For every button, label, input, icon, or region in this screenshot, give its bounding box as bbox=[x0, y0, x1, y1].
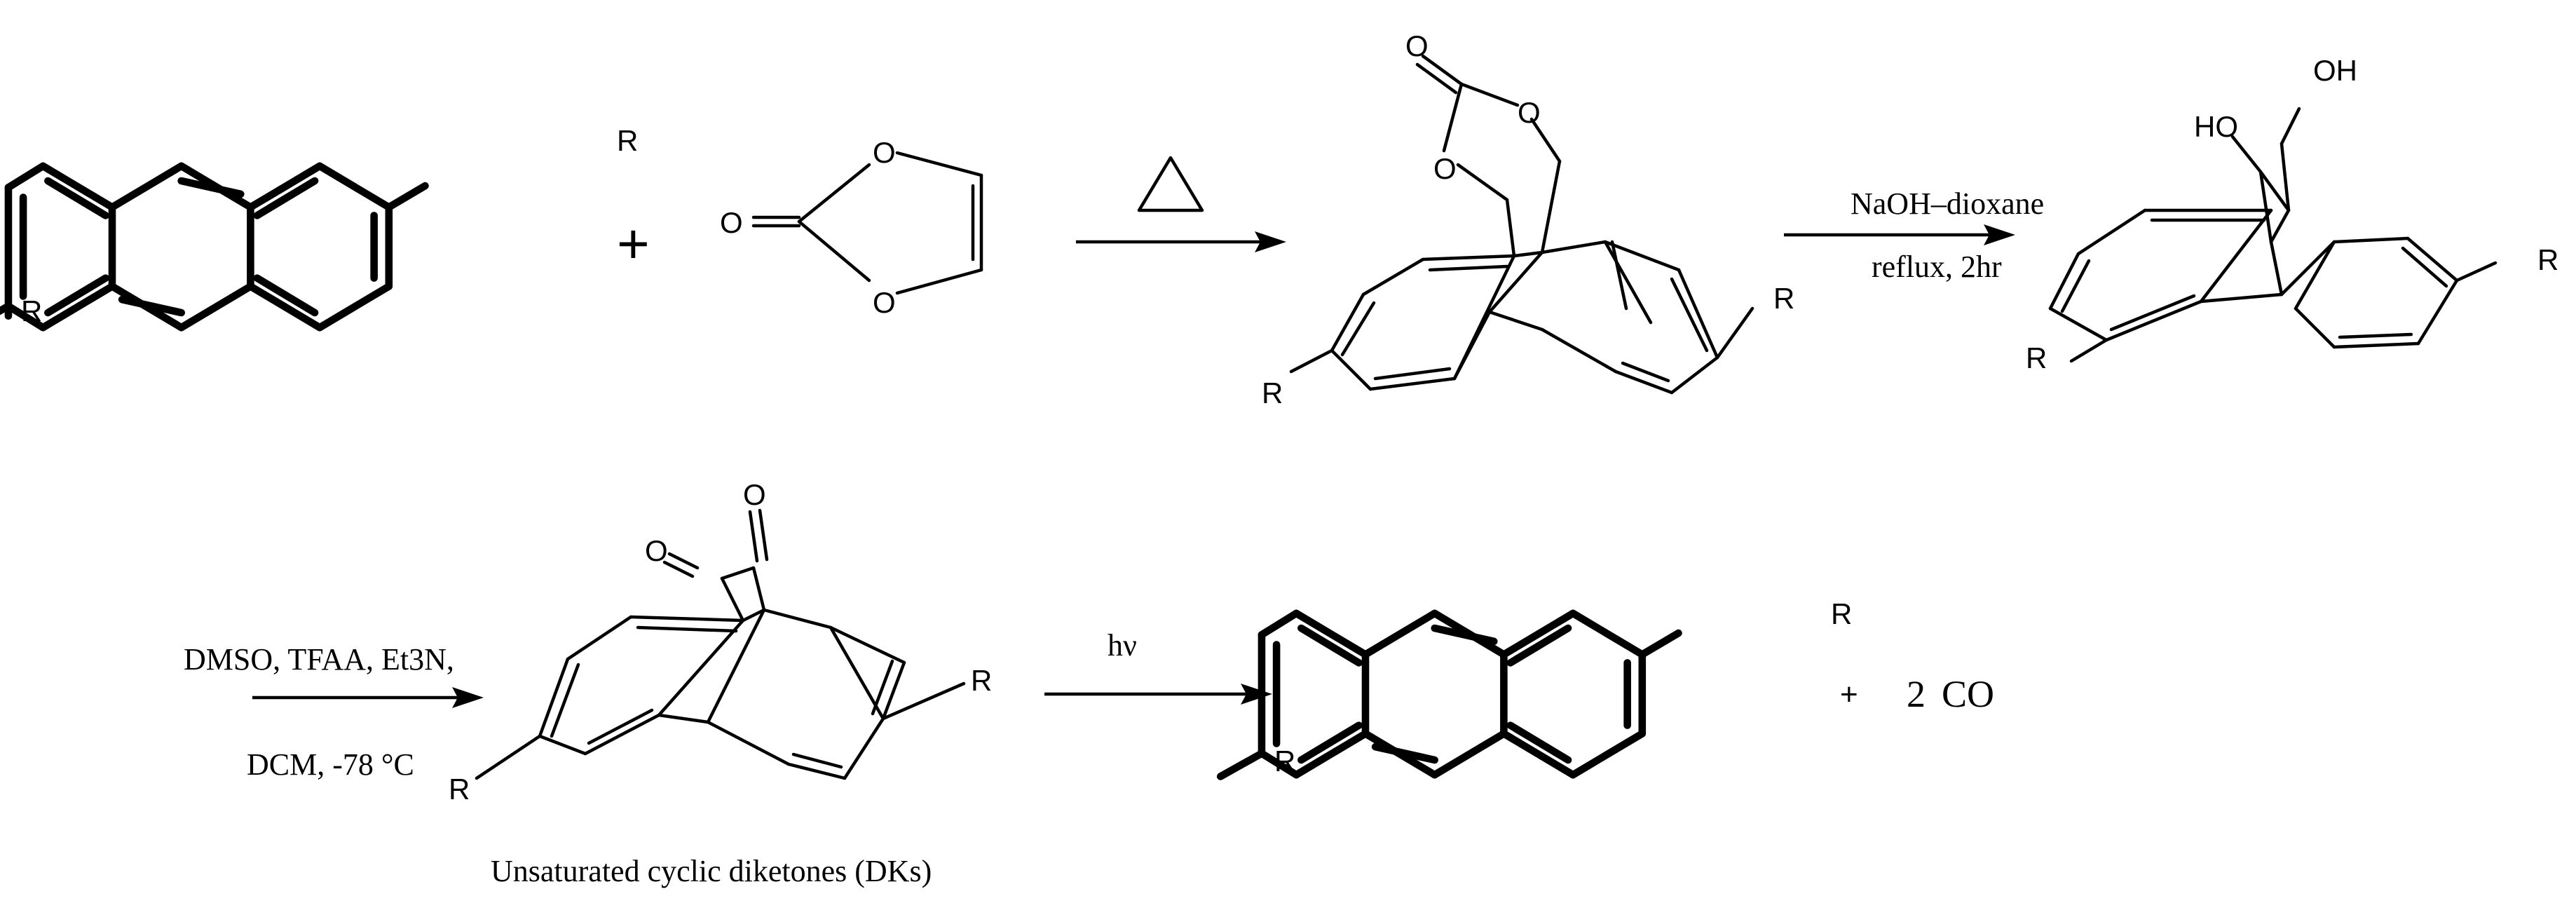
co-coefficient: 2 bbox=[1907, 673, 1926, 715]
r-substituent-label: R bbox=[1262, 376, 1283, 409]
anthracene-product bbox=[1216, 609, 1682, 780]
condition-reagent-label: NaOH–dioxane bbox=[1851, 186, 2044, 221]
cyclic-diketone: O O R R bbox=[449, 478, 992, 806]
oxygen-label: O bbox=[720, 206, 743, 239]
r-substituent-label: R bbox=[1274, 745, 1295, 778]
oxygen-label: O bbox=[743, 478, 766, 511]
r-substituent-label: R bbox=[2537, 243, 2558, 276]
anthracene-reactant bbox=[0, 162, 429, 332]
vinylene-carbonate: O O O bbox=[720, 136, 983, 319]
r-substituent-label: R bbox=[21, 294, 42, 327]
r-substituent-label: R bbox=[617, 124, 638, 157]
reaction-arrow bbox=[1076, 231, 1286, 252]
hydroxyl-label: HO bbox=[2194, 110, 2238, 143]
hydroxyl-label: OH bbox=[2313, 54, 2357, 87]
carbonate-adduct: O O O R R bbox=[1262, 29, 1794, 409]
oxygen-label: O bbox=[1405, 29, 1429, 62]
r-substituent-label: R bbox=[971, 664, 992, 697]
oxygen-label: O bbox=[1433, 152, 1457, 185]
plus-sign: + bbox=[617, 212, 650, 275]
condition-reagent-label: DMSO, TFAA, Et3N, bbox=[184, 642, 454, 677]
condition-temperature-label: reflux, 2hr bbox=[1872, 250, 2002, 284]
r-substituent-label: R bbox=[449, 773, 470, 806]
r-substituent-label: R bbox=[2026, 341, 2047, 374]
oxygen-label: O bbox=[1518, 96, 1541, 129]
reaction-arrow bbox=[1044, 684, 1272, 705]
diol-adduct: OH HO R R bbox=[2026, 54, 2558, 374]
plus-sign: + bbox=[1840, 677, 1858, 712]
photolysis-condition-label: hν bbox=[1108, 628, 1137, 663]
condition-temperature-label: DCM, -78 °C bbox=[247, 747, 414, 782]
r-substituent-label: R bbox=[1773, 282, 1794, 315]
diketone-caption: Unsaturated cyclic diketones (DKs) bbox=[491, 854, 932, 888]
carbon-monoxide-label: CO bbox=[1942, 673, 1994, 715]
r-substituent-label: R bbox=[1831, 597, 1852, 630]
oxygen-label: O bbox=[645, 534, 668, 567]
reaction-arrow bbox=[1784, 224, 2015, 245]
heat-symbol bbox=[1137, 156, 1204, 212]
reaction-arrow bbox=[252, 687, 484, 708]
oxygen-label: O bbox=[873, 286, 896, 319]
oxygen-label: O bbox=[873, 136, 896, 169]
